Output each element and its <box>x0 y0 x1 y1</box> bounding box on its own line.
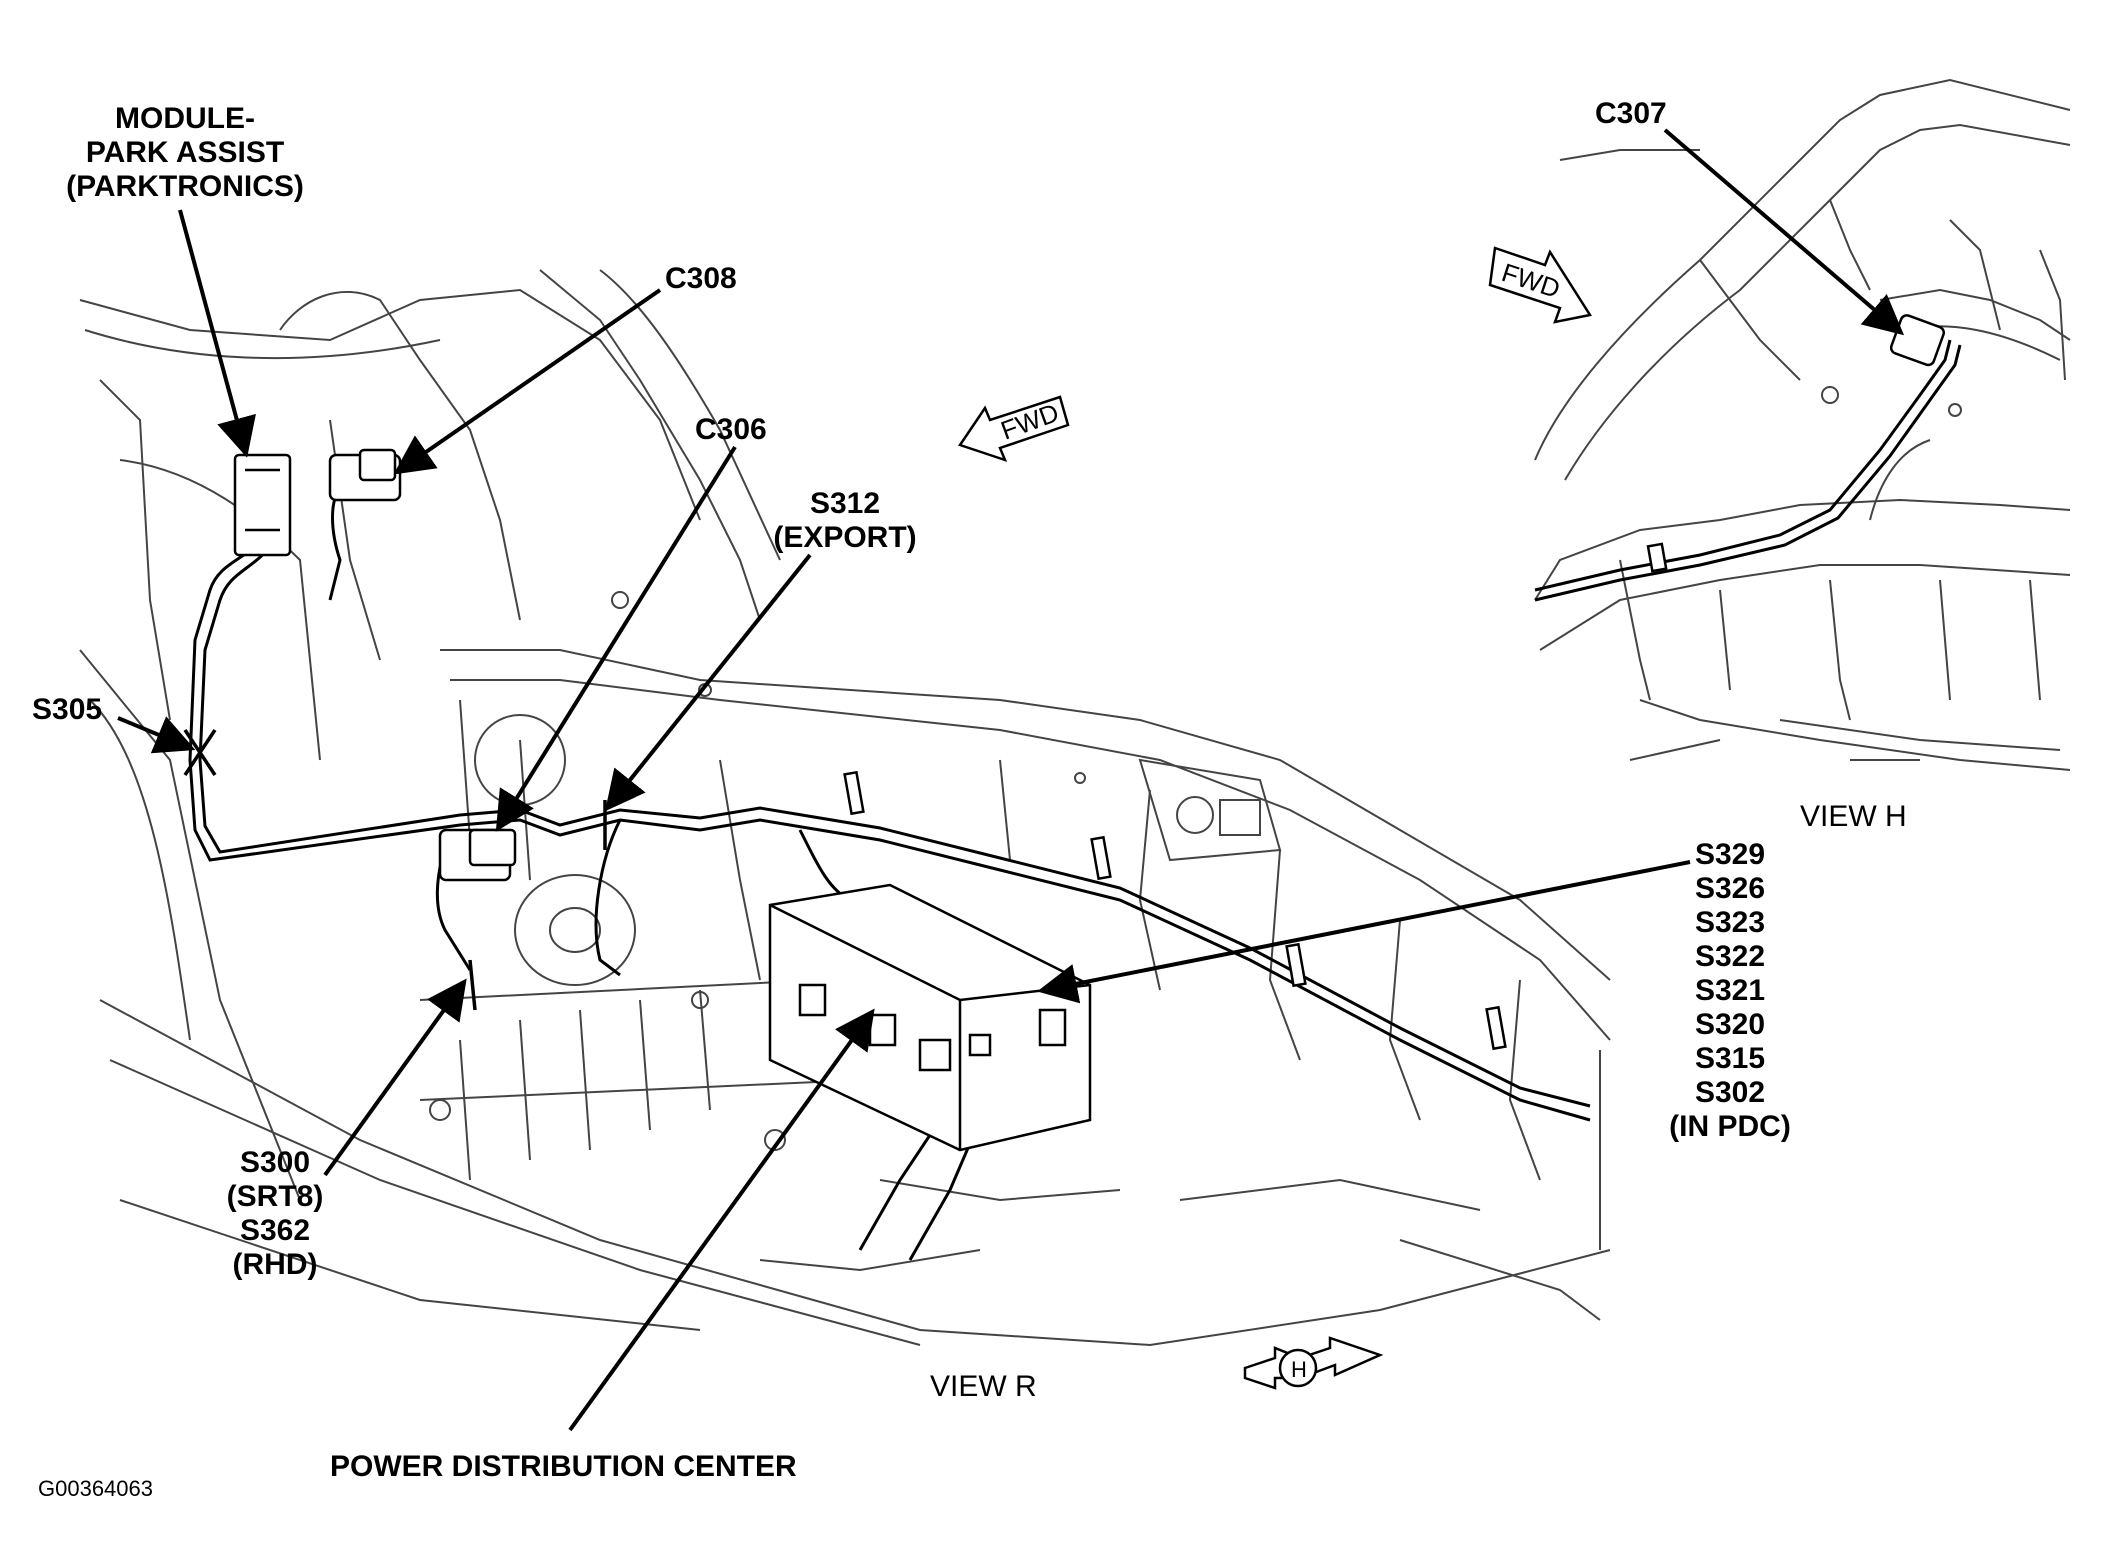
label-s302: S302 <box>1694 1076 1766 1109</box>
view-h-harness <box>1534 339 1962 602</box>
view-r-body-sketch <box>79 269 1611 1347</box>
label-s320: S320 <box>1694 1008 1766 1041</box>
c307-connector <box>1889 314 1946 367</box>
label-srt8: (SRT8) <box>226 1180 324 1213</box>
label-pdc-splices: S329 S326 S323 S322 S321 S320 S315 S302 … <box>1655 838 1805 1144</box>
label-s300-s362: S300 (SRT8) S362 (RHD) <box>210 1146 340 1282</box>
label-view-h: VIEW H <box>1800 800 1907 833</box>
fwd-arrow-view-h <box>1488 246 1593 324</box>
splice-markers <box>183 729 607 1011</box>
label-s312: S312 (EXPORT) <box>765 487 925 555</box>
power-distribution-center-box <box>768 883 1092 1152</box>
label-view-r: VIEW R <box>930 1370 1037 1403</box>
label-s312-line-2: (EXPORT) <box>773 521 917 554</box>
label-c308: C308 <box>665 262 737 295</box>
fwd-arrow-main <box>958 395 1070 463</box>
label-power-distribution-center: POWER DISTRIBUTION CENTER <box>330 1450 797 1483</box>
figure-id: G00364063 <box>38 1476 153 1501</box>
view-h-marker-circle <box>1278 1348 1318 1388</box>
label-c307: C307 <box>1595 97 1667 130</box>
view-h-indicator <box>1243 1336 1384 1390</box>
label-s315: S315 <box>1694 1042 1766 1075</box>
label-c306: C306 <box>695 413 767 446</box>
label-s326: S326 <box>1694 872 1766 905</box>
label-s322: S322 <box>1694 940 1766 973</box>
view-h-inset-sketch <box>1534 78 2071 771</box>
label-s323: S323 <box>1694 906 1766 939</box>
label-module-park-assist: MODULE- PARK ASSIST (PARKTRONICS) <box>60 102 310 204</box>
label-s300: S300 <box>239 1146 311 1179</box>
label-rhd: (RHD) <box>232 1248 318 1281</box>
label-module-line-2: PARK ASSIST <box>85 136 285 169</box>
label-s329: S329 <box>1694 838 1766 871</box>
view-h-components <box>1646 314 1946 573</box>
label-s362: S362 <box>239 1214 311 1247</box>
main-components <box>233 448 1507 1152</box>
label-s312-line-1: S312 <box>809 487 881 520</box>
label-in-pdc: (IN PDC) <box>1669 1110 1791 1143</box>
view-h-marker-label: H <box>1291 1357 1307 1382</box>
label-s305: S305 <box>32 693 103 726</box>
label-module-line-1: MODULE- <box>115 102 255 135</box>
main-harness <box>188 488 1591 1261</box>
label-module-line-3: (PARKTRONICS) <box>66 170 304 203</box>
leader-lines <box>117 128 1905 1432</box>
label-s321: S321 <box>1694 974 1766 1007</box>
